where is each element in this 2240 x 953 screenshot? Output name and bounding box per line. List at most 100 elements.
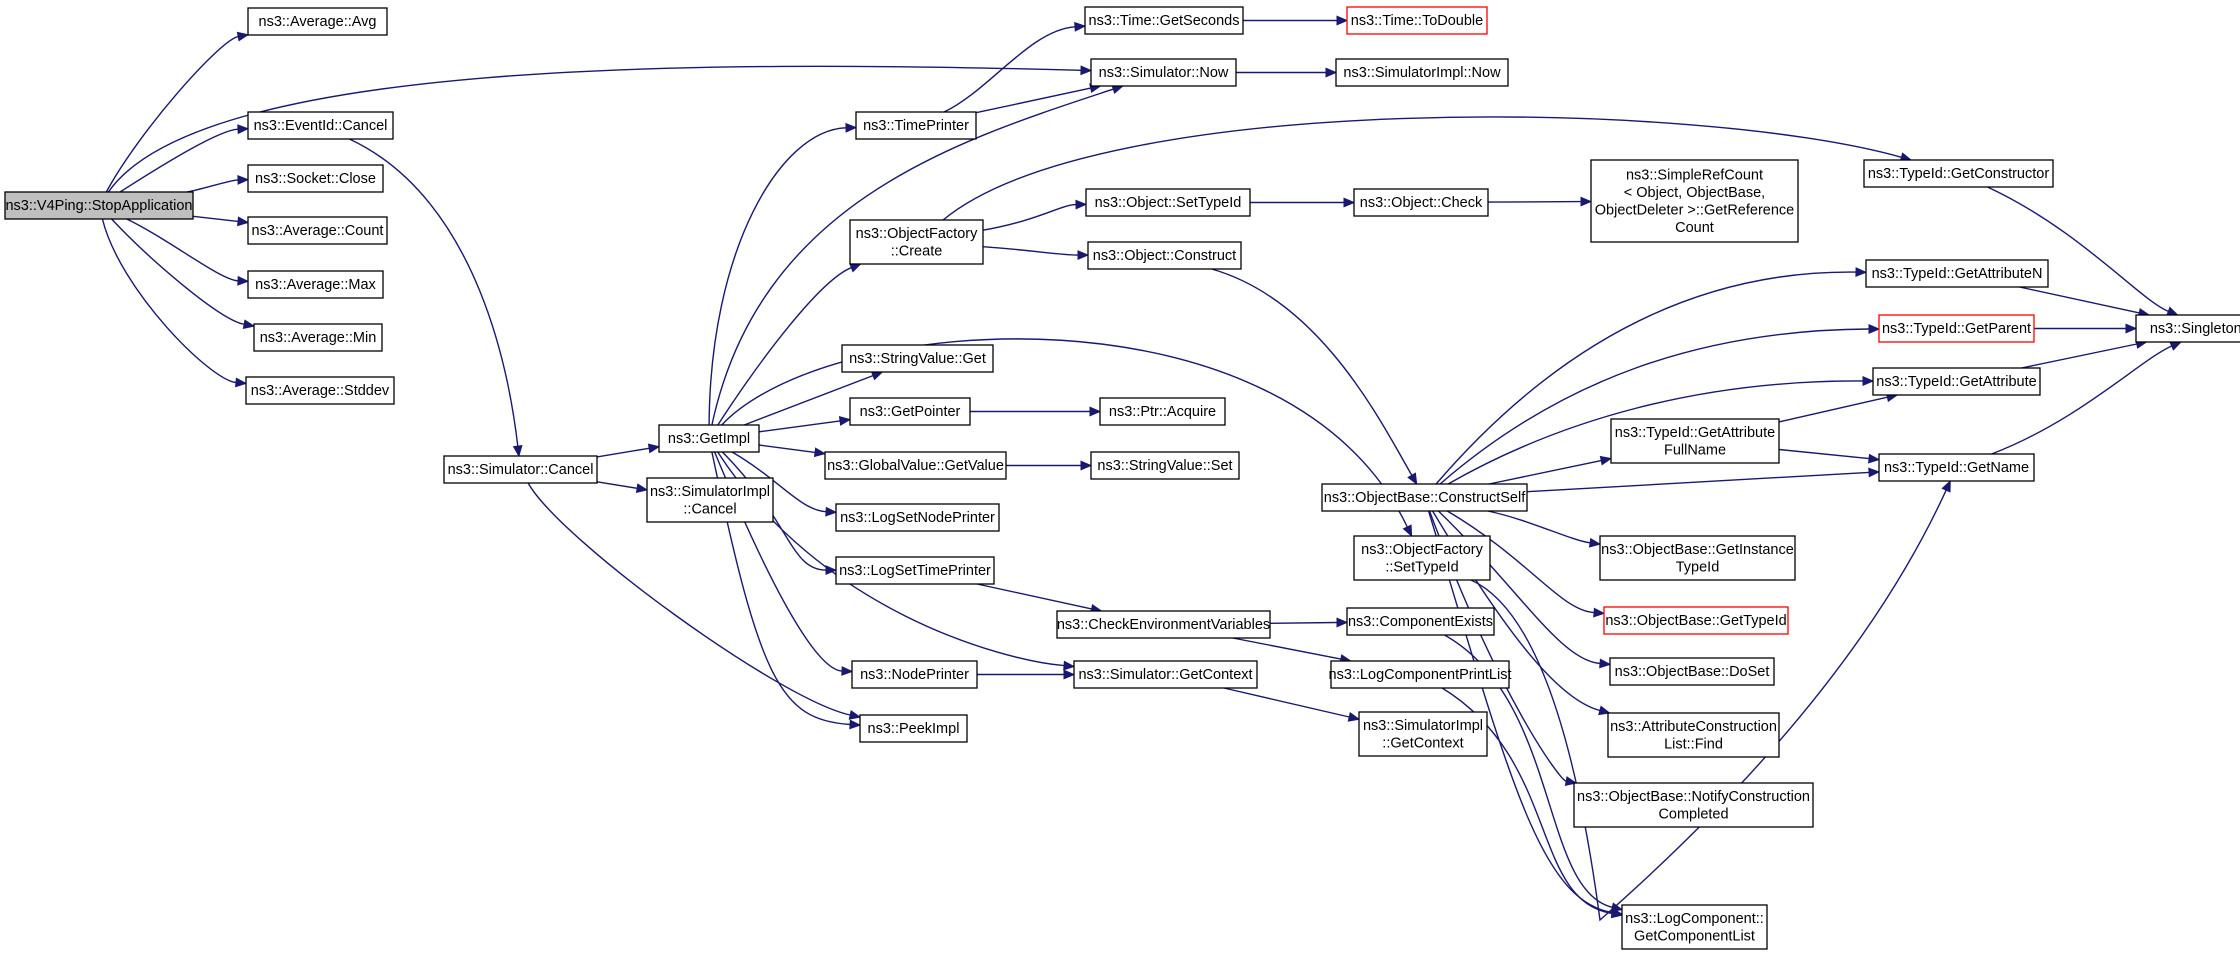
edge-line [1447, 380, 1864, 485]
edge-line [1439, 328, 1870, 485]
node-strvalset[interactable]: ns3::StringValue::Set [1090, 451, 1240, 480]
node-count[interactable]: ns3::Average::Count [247, 216, 388, 245]
node-obnotify[interactable]: ns3::ObjectBase::NotifyConstructionCompl… [1573, 782, 1814, 828]
node-box [247, 216, 388, 245]
node-objconstruct[interactable]: ns3::Object::Construct [1087, 241, 1242, 270]
node-logsettime[interactable]: ns3::LogSetTimePrinter [835, 556, 995, 585]
node-simimplnow[interactable]: ns3::SimulatorImpl::Now [1335, 58, 1509, 87]
edge-tidgetparent-to-singletonget [2034, 323, 2138, 334]
node-todouble[interactable]: ns3::Time::ToDouble [1346, 6, 1488, 35]
node-box [824, 451, 1007, 480]
node-label: ns3::StringValue::Get [849, 351, 986, 367]
node-label: ns3::ObjectBase::GetTypeId [1605, 613, 1786, 629]
node-obgettypeid[interactable]: ns3::ObjectBase::GetTypeId [1603, 606, 1789, 635]
node-label: ns3::TypeId::GetParent [1882, 321, 2031, 337]
edge-stopapp-to-sockclose [186, 174, 250, 193]
node-min[interactable]: ns3::Average::Min [253, 323, 383, 352]
node-label: ns3::LogComponentPrintList [1329, 667, 1512, 683]
node-simcancel[interactable]: ns3::Simulator::Cancel [443, 455, 598, 484]
node-box [1085, 188, 1251, 217]
node-box [1073, 660, 1258, 689]
node-strvalget[interactable]: ns3::StringValue::Get [841, 344, 994, 373]
node-box [443, 455, 598, 484]
node-checkenv[interactable]: ns3::CheckEnvironmentVariables [1056, 610, 1271, 639]
arrowhead-icon [1564, 776, 1578, 786]
node-label: ns3::Object::Check [1360, 195, 1483, 211]
node-logcompprintlist[interactable]: ns3::LogComponentPrintList [1329, 660, 1512, 689]
edge-line [527, 482, 851, 716]
edge-stopapp-to-max [126, 218, 250, 286]
node-simplerefcount[interactable]: ns3::SimpleRefCount< Object, ObjectBase,… [1590, 159, 1799, 243]
edge-line [349, 138, 519, 447]
node-objsettypeid[interactable]: ns3::Object::SetTypeId [1085, 188, 1251, 217]
node-timeprinter[interactable]: ns3::TimePrinter [855, 111, 977, 140]
node-simgetcontext[interactable]: ns3::Simulator::GetContext [1073, 660, 1258, 689]
arrowhead-icon [1580, 196, 1593, 207]
edge-line [1269, 621, 1338, 624]
edge-line [721, 451, 827, 571]
node-logcompgetlist[interactable]: ns3::LogComponent::GetComponentList [1621, 904, 1768, 950]
node-gvgetvalue[interactable]: ns3::GlobalValue::GetValue [824, 451, 1007, 480]
node-box [849, 397, 971, 426]
arrowhead-icon [848, 710, 862, 720]
edge-getimpl-to-ofcreate [717, 263, 862, 426]
node-ofcreate[interactable]: ns3::ObjectFactory::Create [849, 219, 984, 265]
edge-stopapp-to-avg [105, 31, 250, 193]
node-compexists[interactable]: ns3::ComponentExists [1346, 607, 1495, 636]
node-label: ns3::ObjectBase::NotifyConstruction [1577, 789, 1810, 805]
node-getimpl[interactable]: ns3::GetImpl [658, 424, 760, 453]
node-ptracquire[interactable]: ns3::Ptr::Acquire [1099, 397, 1226, 426]
node-peekimpl[interactable]: ns3::PeekImpl [859, 714, 968, 743]
edge-tidgetattrfullname-to-tidgetattr [1778, 392, 1899, 423]
edge-line [1778, 396, 1888, 423]
node-avg[interactable]: ns3::Average::Avg [247, 7, 388, 36]
node-label: ns3::SimulatorImpl [650, 484, 770, 500]
edge-line [1470, 489, 1947, 922]
arrowhead-icon [1855, 267, 1868, 278]
node-tidgetattrn[interactable]: ns3::TypeId::GetAttributeN [1865, 259, 2049, 288]
node-tidgetparent[interactable]: ns3::TypeId::GetParent [1878, 314, 2035, 343]
node-nodeprinter[interactable]: ns3::NodePrinter [851, 660, 978, 689]
node-box [1321, 483, 1528, 512]
node-simimplcancel[interactable]: ns3::SimulatorImpl::Cancel [646, 477, 774, 523]
node-logsetnode[interactable]: ns3::LogSetNodePrinter [835, 503, 1000, 532]
node-tidgetattr[interactable]: ns3::TypeId::GetAttribute [1872, 367, 2041, 396]
edge-line [975, 87, 1091, 114]
edge-tidgetname-to-singletonget [1991, 341, 2183, 455]
node-box [1346, 6, 1488, 35]
node-objcheck[interactable]: ns3::Object::Check [1353, 188, 1489, 217]
node-getseconds[interactable]: ns3::Time::GetSeconds [1084, 6, 1244, 35]
node-label: ns3::TypeId::GetAttribute [1876, 374, 2036, 390]
arrowhead-icon [1077, 250, 1090, 261]
node-stopapp[interactable]: ns3::V4Ping::StopApplication [4, 191, 194, 220]
node-obconstructself[interactable]: ns3::ObjectBase::ConstructSelf [1321, 483, 1528, 512]
node-simimplgetcontext[interactable]: ns3::SimulatorImpl::GetContext [1358, 711, 1488, 757]
node-stddev[interactable]: ns3::Average::Stddev [245, 376, 395, 405]
node-tidgetconstructor[interactable]: ns3::TypeId::GetConstructor [1863, 159, 2054, 188]
node-obdoset[interactable]: ns3::ObjectBase::DoSet [1609, 657, 1775, 686]
node-getpointer[interactable]: ns3::GetPointer [849, 397, 971, 426]
edge-line [192, 215, 239, 223]
node-box [1087, 241, 1242, 270]
node-singletonget[interactable]: ns3::Singleton::Get [2135, 314, 2240, 343]
edge-ofcreate-to-objconstruct [982, 246, 1090, 261]
arrowhead-icon [1075, 199, 1088, 210]
edge-getimpl-to-ofsettypeid [721, 338, 1413, 538]
arrowhead-icon [1080, 65, 1093, 76]
node-simnow[interactable]: ns3::Simulator::Now [1090, 58, 1237, 87]
node-tidgetname[interactable]: ns3::TypeId::GetName [1878, 453, 2035, 482]
node-evcancel[interactable]: ns3::EventId::Cancel [247, 111, 394, 140]
edge-line [126, 218, 239, 282]
node-label: ns3::AttributeConstruction [1610, 719, 1777, 735]
arrowhead-icon [512, 445, 523, 458]
node-sockclose[interactable]: ns3::Socket::Close [247, 164, 384, 193]
arrowhead-icon [1080, 460, 1093, 471]
edge-line [596, 447, 650, 458]
node-max[interactable]: ns3::Average::Max [247, 270, 384, 299]
node-ofsettypeid[interactable]: ns3::ObjectFactory::SetTypeId [1353, 535, 1491, 581]
node-box [851, 660, 978, 689]
node-box [835, 556, 995, 585]
